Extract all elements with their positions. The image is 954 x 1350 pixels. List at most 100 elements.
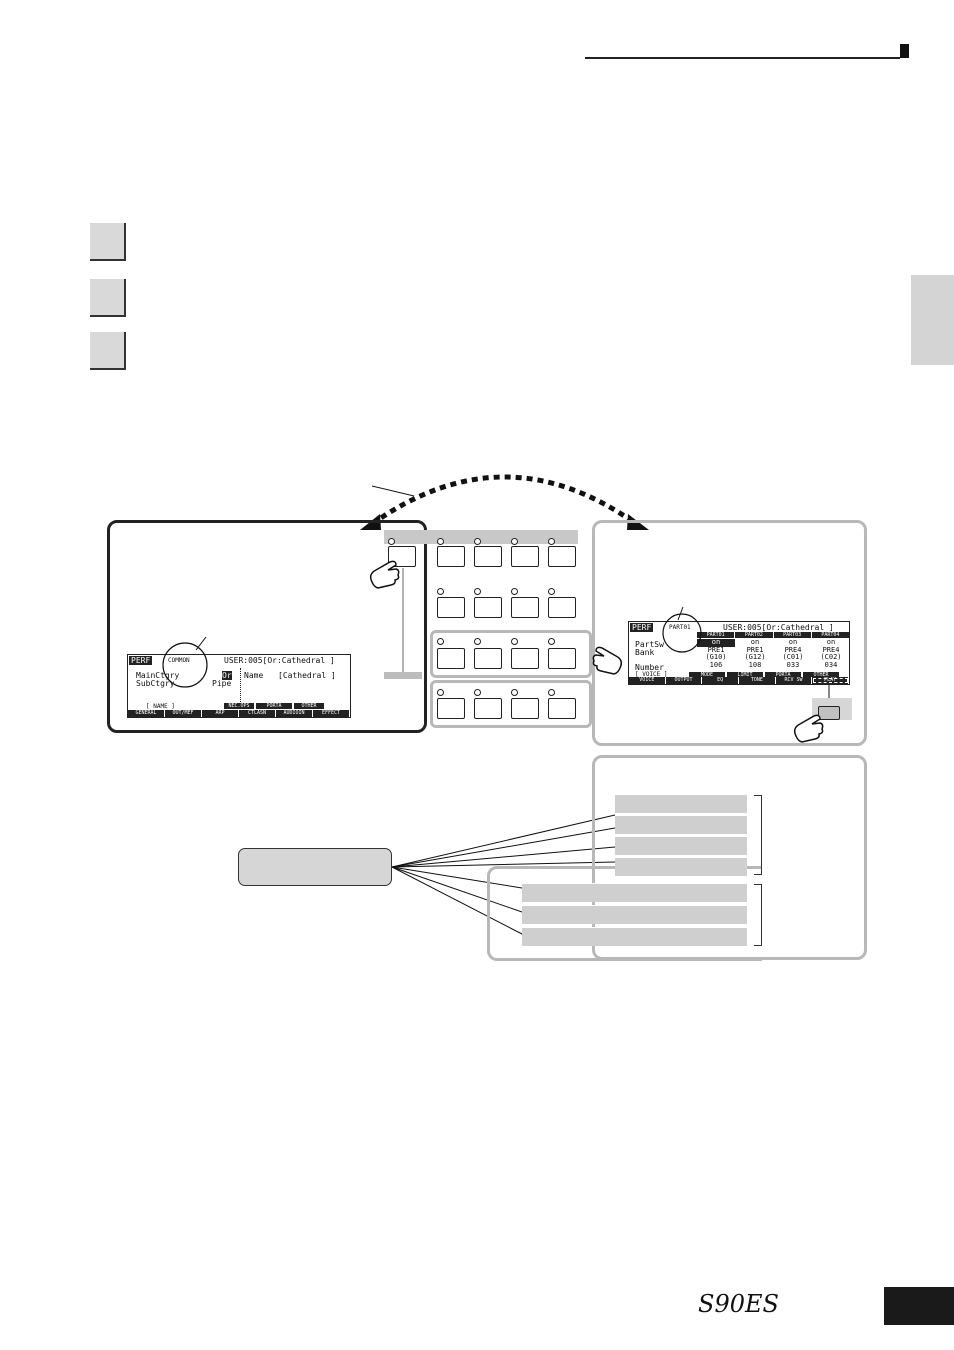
part-button-14[interactable] [474, 698, 502, 719]
tab[interactable]: RCV SW [775, 677, 813, 684]
part-button-3[interactable] [511, 546, 539, 567]
led [474, 689, 481, 696]
part-header: PART04 [810, 632, 849, 638]
tab[interactable]: CTLASN [239, 710, 276, 717]
part-button-6[interactable] [474, 597, 502, 618]
common-lcd-screen: PERF COMMON USER:005[Or:Cathedral ] Main… [127, 654, 351, 718]
bank-sub-value: (C01) [782, 653, 804, 661]
partsw-value[interactable]: on [788, 638, 798, 646]
led [511, 538, 518, 545]
pointing-hand-icon [369, 560, 400, 589]
part-button-1[interactable] [437, 546, 465, 567]
led [511, 689, 518, 696]
number-label: Number [635, 663, 664, 672]
part-button-13[interactable] [437, 698, 465, 719]
bank-value[interactable]: PRE1 [746, 645, 764, 654]
subtab[interactable]: OTHER [803, 672, 839, 678]
bank-value[interactable]: PRE4 [784, 645, 802, 654]
part-header: PART02 [734, 632, 773, 638]
group-bracket [754, 884, 762, 946]
mode-label: PERF [630, 623, 654, 632]
number-value[interactable]: 106 [697, 661, 735, 669]
led [474, 538, 481, 545]
button-group-outline [430, 630, 592, 678]
part-button-8[interactable] [548, 597, 576, 618]
part-tabbar: VOICE OUTPUT EQ TONE RCV SW PLAY [629, 677, 849, 684]
chapter-tab [911, 275, 954, 365]
function-button[interactable] [818, 706, 840, 720]
number-value[interactable]: 033 [786, 660, 800, 669]
section-label: COMMON [168, 657, 190, 664]
tab[interactable]: AUDIOIN [276, 710, 313, 717]
part-highlight-circle [662, 613, 702, 653]
part-button-11[interactable] [511, 648, 539, 669]
number-value[interactable]: 108 [748, 660, 762, 669]
sub-category-label: SubCtgry [136, 679, 175, 688]
tab[interactable]: EFFECT [313, 710, 350, 717]
part-button-7[interactable] [511, 597, 539, 618]
menu-bar [615, 836, 747, 855]
led [437, 689, 444, 696]
partsw-value[interactable]: on [826, 638, 836, 646]
tab[interactable]: GENERAL [128, 710, 165, 717]
tab[interactable]: EQ [702, 677, 740, 684]
led [437, 588, 444, 595]
parameter-group-label [238, 848, 392, 886]
menu-bar [522, 883, 747, 902]
subtab[interactable]: OTHER [294, 703, 324, 709]
step-tab-2 [90, 279, 126, 317]
tab[interactable]: OUTPUT [665, 677, 703, 684]
partsw-label: PartSw [635, 640, 664, 649]
tab[interactable]: TONE [739, 677, 776, 684]
part-button-15[interactable] [511, 698, 539, 719]
part-button-9[interactable] [437, 648, 465, 669]
main-category-value[interactable]: Or [222, 671, 232, 680]
menu-bar [522, 927, 747, 946]
bank-sub-value: (G12) [744, 653, 766, 661]
part-column-4: on PRE4 (C02) 034 [812, 638, 849, 669]
led [474, 588, 481, 595]
subtab[interactable]: NEC.OPS [224, 703, 254, 709]
bank-label: Bank [635, 648, 655, 657]
part-button-12[interactable] [548, 648, 576, 669]
led [474, 638, 481, 645]
common-highlight-circle [162, 642, 208, 688]
bank-value[interactable]: PRE1 [697, 646, 735, 654]
subtab[interactable]: PORTA [765, 672, 801, 678]
tab[interactable]: PLAY [812, 677, 849, 684]
subtab[interactable]: PORTA [256, 703, 292, 709]
sub-category-value[interactable]: Pipe [212, 679, 232, 688]
brand-logo: S90ES [698, 1290, 779, 1318]
subtab[interactable]: MODE [689, 672, 725, 678]
tab[interactable]: VOICE [629, 677, 666, 684]
common-subtabs: NEC.OPS PORTA OTHER [224, 703, 326, 709]
partsw-value[interactable]: on [750, 638, 760, 646]
menu-bar [522, 905, 747, 924]
part-button-16[interactable] [548, 698, 576, 719]
tab[interactable]: ARP [202, 710, 239, 717]
part-button-2[interactable] [474, 546, 502, 567]
part-button-4[interactable] [548, 546, 576, 567]
led [437, 638, 444, 645]
mode-label: PERF [129, 656, 153, 665]
part-subtabs: MODE LIMIT PORTA OTHER [689, 672, 841, 678]
part-button-5[interactable] [437, 597, 465, 618]
step-tab-3 [90, 332, 126, 370]
part-header-row: PART01 PART02 PART03 PART04 [697, 632, 849, 638]
number-value[interactable]: 034 [824, 660, 838, 669]
main-category-label: MainCtgry [136, 671, 180, 680]
pointing-hand-icon [793, 714, 824, 743]
part-button-10[interactable] [474, 648, 502, 669]
name-value[interactable]: [Cathedral ] [278, 671, 336, 680]
common-tabbar: GENERAL OUT/MEF ARP CTLASN AUDIOIN EFFEC… [128, 710, 350, 717]
tab[interactable]: OUT/MEF [165, 710, 202, 717]
bank-value[interactable]: PRE4 [822, 645, 840, 654]
partsw-value[interactable]: on [711, 638, 721, 646]
part-column-1: on PRE1 (G10) 106 [697, 638, 735, 669]
panel-strip-left [384, 672, 422, 679]
subtab[interactable]: LIMIT [727, 672, 763, 678]
led [511, 638, 518, 645]
part-column-2: on PRE1 (G12) 108 [736, 638, 774, 669]
panel-strip [384, 530, 578, 544]
group-bracket [754, 795, 762, 875]
